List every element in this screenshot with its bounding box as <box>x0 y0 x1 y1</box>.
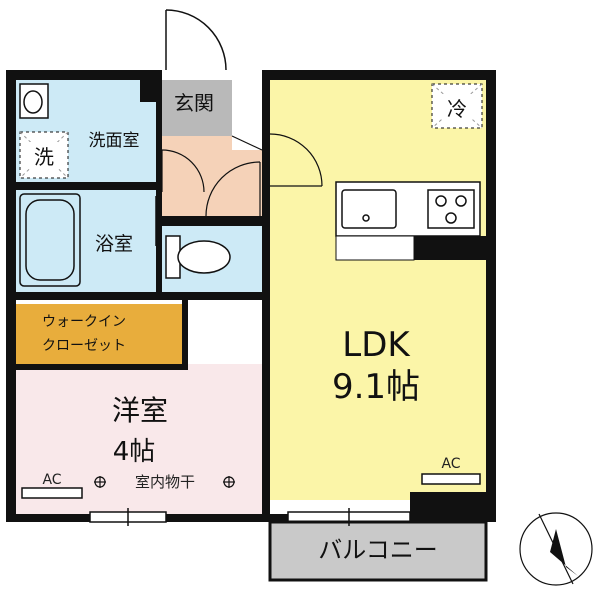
fridge-space <box>431 83 483 129</box>
ac-unit-bedroom <box>21 487 83 499</box>
washer-label: 洗 <box>34 145 54 169</box>
counter-front <box>335 235 415 261</box>
indoor-drying-label: 室内物干 <box>135 473 195 491</box>
fridge-label: 冷 <box>447 97 467 121</box>
interior-doors <box>161 133 323 217</box>
bathtub <box>19 193 81 287</box>
sliding-doors <box>90 185 269 450</box>
bedroom-name: 洋室 <box>112 394 168 427</box>
ldk-name: LDK <box>342 325 411 365</box>
ldk-size: 9.1帖 <box>332 367 420 407</box>
balcony-label: バルコニー <box>318 536 438 564</box>
toilet <box>165 235 231 279</box>
entrance-door <box>165 9 227 71</box>
ac-label-ldk: AC <box>441 456 460 472</box>
ldk-floor <box>270 80 486 500</box>
interior-walls <box>16 80 270 514</box>
wash-basin <box>19 83 49 119</box>
closet-label-line1: ウォークイン <box>42 314 126 330</box>
crosshair-circle-icon <box>94 476 106 488</box>
ac-label-bedroom: AC <box>42 472 61 488</box>
exterior-walls <box>6 70 496 522</box>
bedroom-size: 4帖 <box>113 437 156 467</box>
hall-floor <box>162 136 262 216</box>
bathroom-label: 浴室 <box>95 233 133 255</box>
ac-unit-ldk <box>421 473 481 485</box>
washer-space <box>19 131 69 179</box>
bathroom-floor <box>16 190 156 292</box>
entrance-label: 玄関 <box>174 91 214 115</box>
closet-label-line2: クローゼット <box>42 338 126 354</box>
balcony-floor <box>270 522 486 580</box>
closet-floor <box>16 304 186 364</box>
kitchen-counter <box>335 181 481 237</box>
north-arrow-icon <box>519 512 593 586</box>
crosshair-circle-icon <box>223 476 235 488</box>
washroom-label: 洗面室 <box>89 131 140 151</box>
entrance-floor <box>162 80 232 136</box>
balcony-outline <box>268 520 488 582</box>
